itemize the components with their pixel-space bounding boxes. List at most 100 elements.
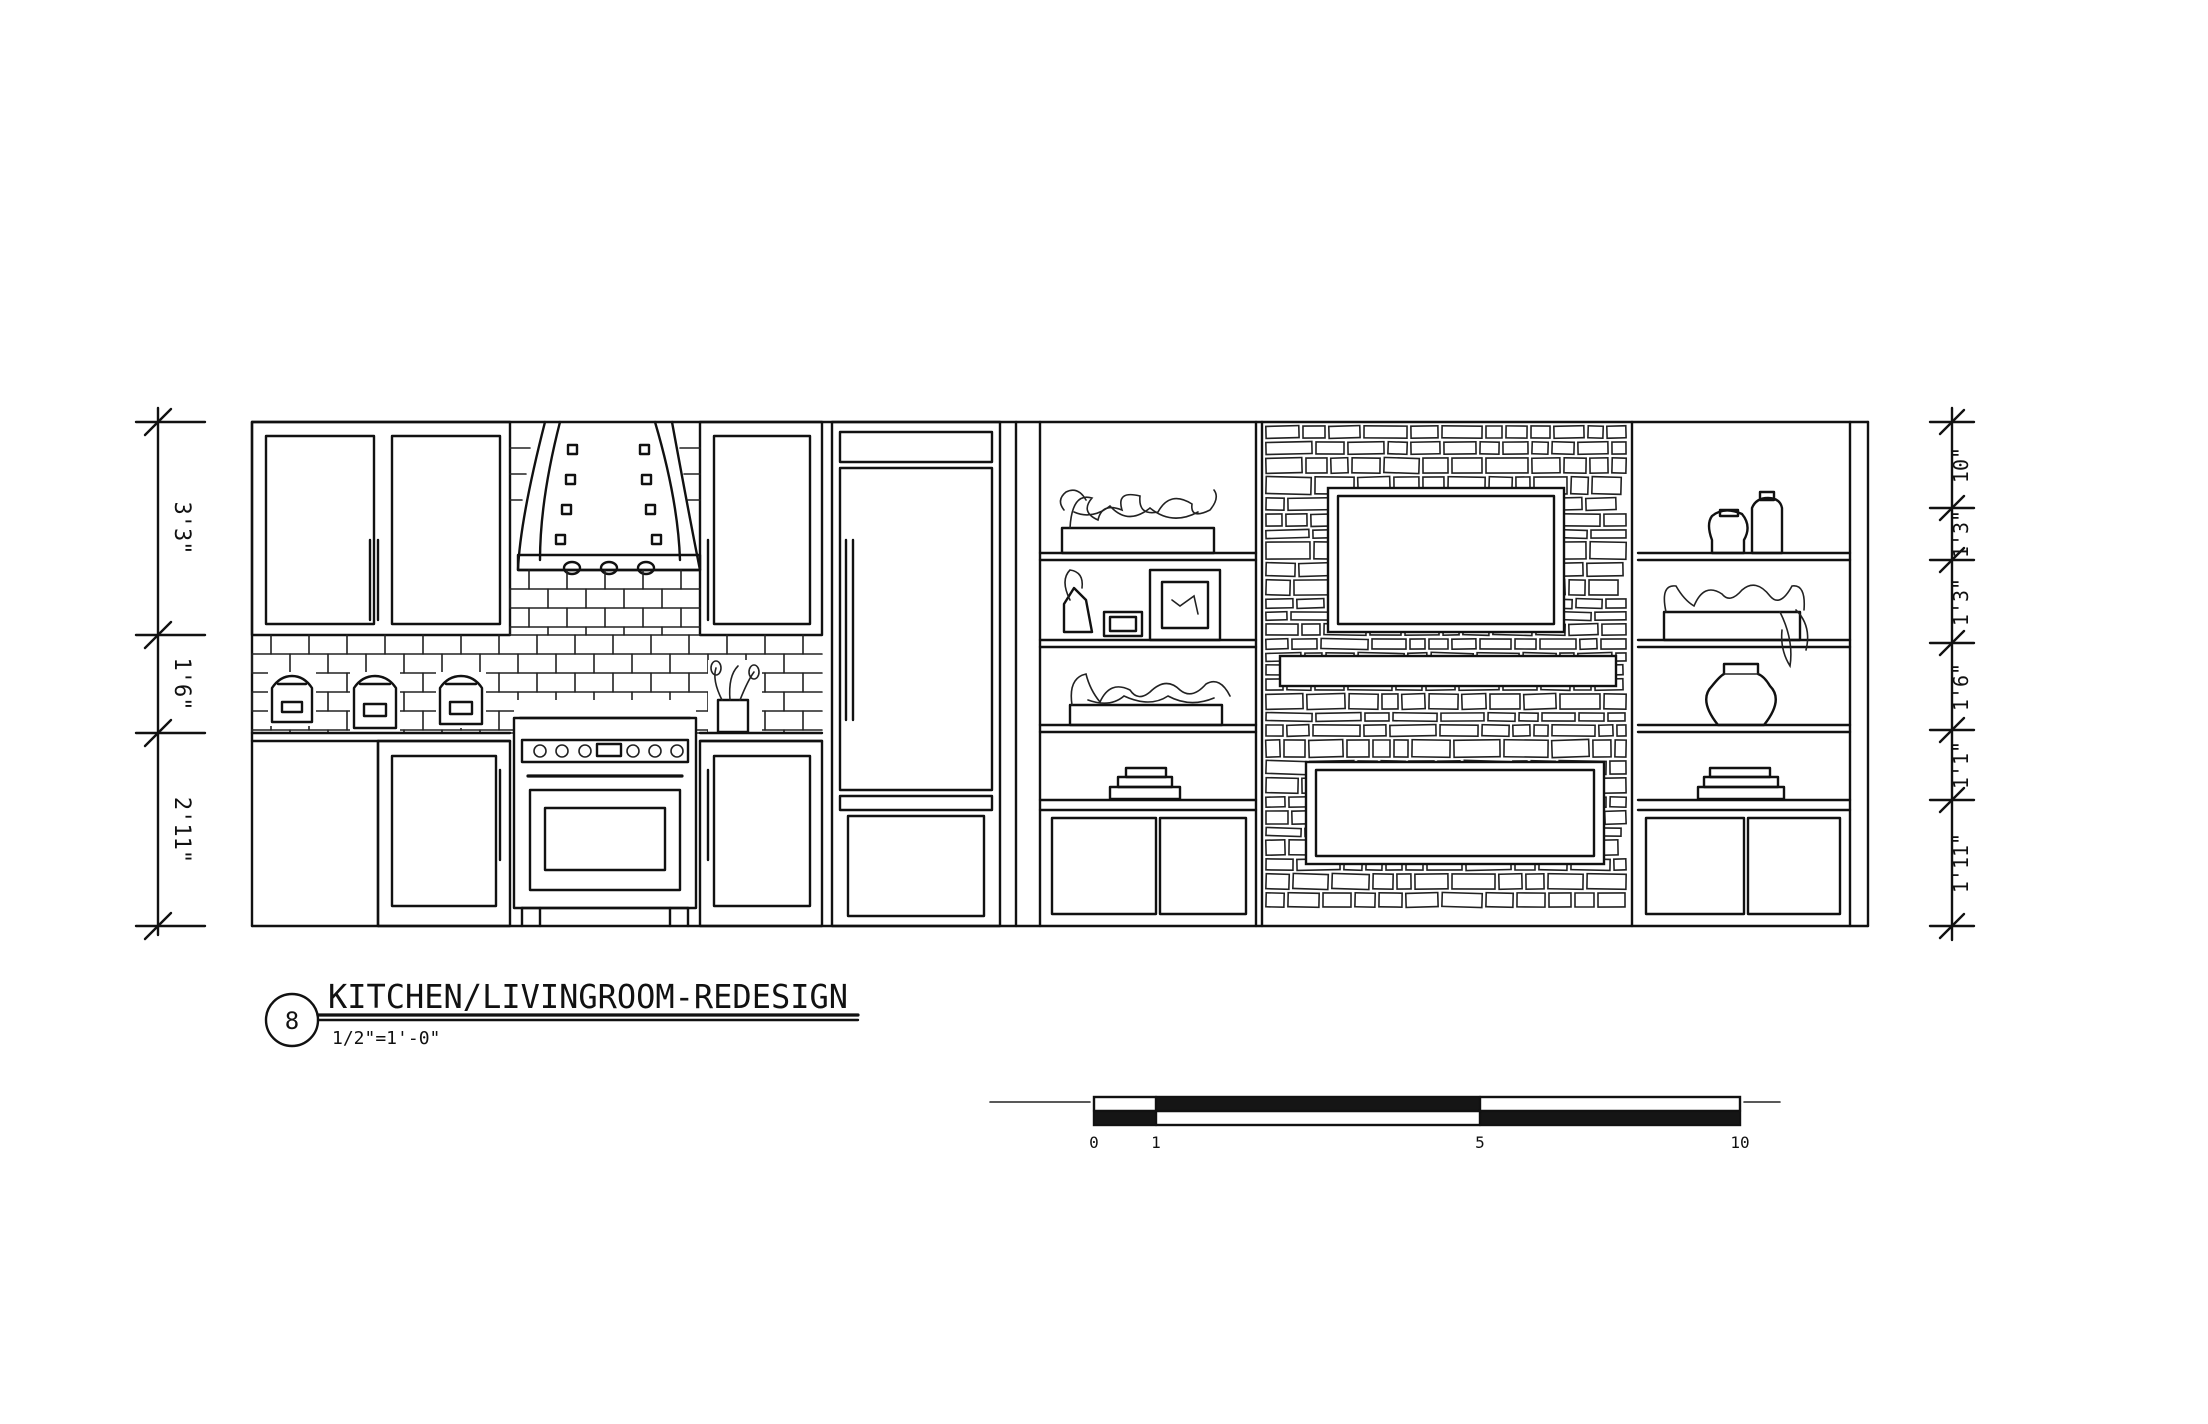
- stone: [1428, 692, 1459, 711]
- stone: [1603, 692, 1627, 711]
- utensil-holder: [710, 660, 760, 734]
- stone: [1265, 440, 1313, 456]
- stone: [1264, 424, 1300, 440]
- stone: [1265, 872, 1291, 891]
- shelving-left: [1038, 420, 1258, 928]
- stone: [1265, 776, 1300, 795]
- range-hood: [509, 420, 702, 576]
- stone: [1422, 457, 1449, 474]
- stone: [1293, 579, 1329, 596]
- stone: [1265, 528, 1310, 540]
- stone: [1531, 440, 1550, 456]
- stone: [1348, 692, 1379, 711]
- stone: [1265, 475, 1313, 496]
- stone: [1502, 441, 1529, 455]
- stone: [1586, 872, 1627, 891]
- stone: [1396, 873, 1412, 890]
- stone: [1548, 892, 1572, 908]
- right-dim-3: 1'3": [1949, 578, 1973, 626]
- stone: [1584, 496, 1617, 512]
- stone: [1541, 712, 1576, 722]
- stone: [1264, 838, 1286, 857]
- stone: [1315, 711, 1362, 723]
- stone: [1387, 440, 1409, 456]
- stone: [1592, 739, 1612, 758]
- stone: [1265, 724, 1284, 737]
- stone: [1410, 440, 1441, 456]
- stone-fireplace: [1260, 420, 1634, 928]
- shelving-right: [1636, 420, 1852, 928]
- scale-tick-1: 1: [1151, 1133, 1161, 1152]
- stone: [1600, 638, 1627, 650]
- stone: [1597, 723, 1614, 738]
- stone: [1320, 637, 1369, 651]
- stone: [1539, 638, 1577, 650]
- stone: [1485, 891, 1515, 909]
- stone: [1372, 739, 1391, 758]
- stone: [1609, 760, 1627, 775]
- stone: [1363, 723, 1387, 738]
- stone: [1518, 711, 1539, 723]
- stone: [1301, 623, 1321, 636]
- stone: [1594, 611, 1627, 621]
- stone: [1533, 724, 1549, 737]
- scale-tick-0: 0: [1089, 1133, 1099, 1152]
- stone: [1265, 497, 1285, 511]
- graphic-scale-bar: 0 1 5 10: [989, 1095, 1781, 1152]
- stone: [1451, 457, 1483, 474]
- stone: [1511, 723, 1531, 738]
- stone: [1525, 873, 1545, 890]
- stone: [1265, 810, 1289, 825]
- upper-cabinet-right: [698, 420, 824, 637]
- left-dimension-string: 3'3" 1'6" 2'11": [134, 406, 207, 941]
- stone: [1451, 873, 1496, 890]
- stone: [1522, 692, 1558, 711]
- stone: [1290, 611, 1330, 621]
- stone: [1264, 637, 1289, 651]
- stone: [1603, 809, 1627, 826]
- stone: [1611, 441, 1627, 455]
- stone: [1481, 723, 1510, 738]
- right-dim-2: 1'3": [1949, 510, 1973, 558]
- drawing-title: KITCHEN/LIVINGROOM-REDESIGN: [328, 977, 848, 1016]
- stone: [1327, 424, 1361, 440]
- stone: [1577, 440, 1609, 456]
- right-dim-5: 1'1": [1949, 741, 1973, 789]
- stone: [1605, 424, 1627, 440]
- left-dim-lower: 2'11": [169, 797, 194, 863]
- range: [512, 716, 698, 928]
- right-dimension-string: 10" 1'3" 1'3" 1'6" 1'1" 1'11": [1928, 406, 1976, 942]
- stone: [1411, 738, 1451, 759]
- panel-refrigerator: [830, 420, 1002, 928]
- stone: [1347, 440, 1385, 456]
- stone: [1392, 711, 1438, 723]
- stone: [1597, 892, 1626, 908]
- stone: [1505, 425, 1528, 439]
- stone: [1460, 692, 1488, 711]
- scale-tick-10: 10: [1730, 1133, 1749, 1152]
- stone: [1307, 738, 1344, 759]
- stone: [1590, 529, 1627, 539]
- stone: [1441, 891, 1484, 909]
- stone: [1428, 638, 1449, 650]
- base-cabinet-right: [698, 739, 824, 928]
- stone: [1404, 891, 1439, 909]
- drawing-title-block: 8 KITCHEN/LIVINGROOM-REDESIGN 1/2"=1'-0": [264, 977, 860, 1049]
- stone: [1443, 441, 1477, 455]
- stone: [1607, 712, 1626, 722]
- stone: [1615, 652, 1627, 662]
- base-cabinet-left: [376, 739, 512, 928]
- canisters: [270, 674, 484, 730]
- stone: [1400, 692, 1427, 711]
- stone: [1578, 712, 1605, 722]
- stone: [1503, 738, 1549, 759]
- stone: [1305, 692, 1346, 711]
- stone: [1409, 638, 1426, 650]
- stone: [1264, 456, 1303, 475]
- stone: [1514, 638, 1537, 650]
- stone: [1569, 475, 1590, 496]
- stone: [1516, 892, 1546, 908]
- stone: [1264, 692, 1304, 711]
- stone: [1354, 891, 1377, 909]
